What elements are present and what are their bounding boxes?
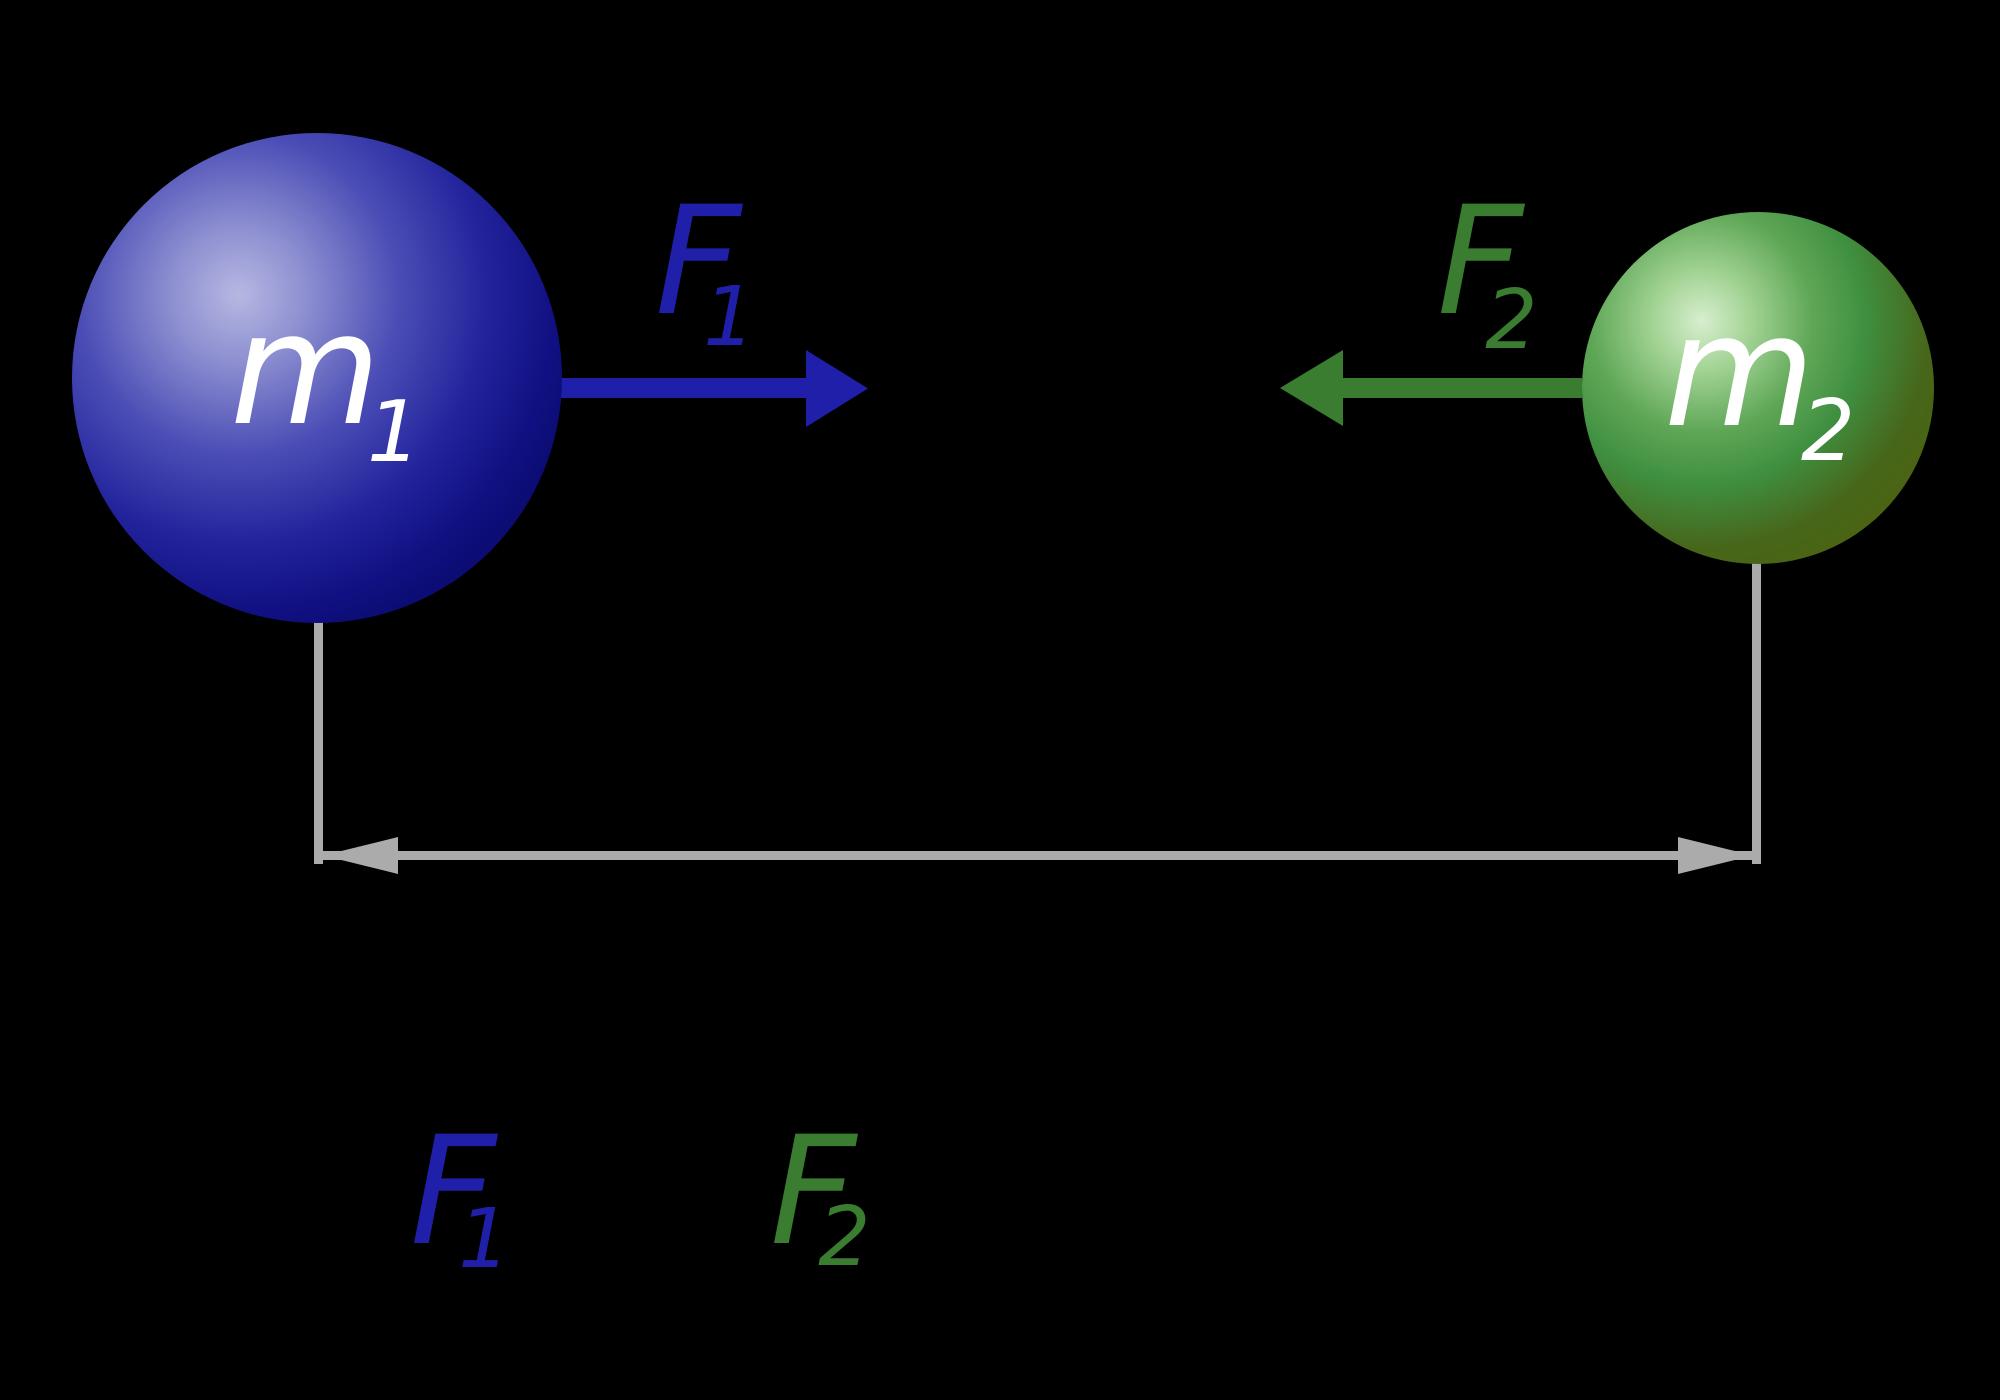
equation-row: F1 F2: [410, 1105, 870, 1287]
equation-f1-subscript: 1: [458, 1192, 510, 1287]
equation-f2-label: F2: [770, 1105, 870, 1285]
f2-arrow-head: [1280, 350, 1343, 426]
equation-f1-label: F1: [410, 1105, 510, 1287]
f1-arrow: [556, 350, 868, 427]
m1-label: m1: [230, 279, 421, 482]
distance-indicator: [314, 556, 1761, 874]
m2-label-subscript: 2: [1801, 382, 1855, 481]
m1-sphere: [72, 133, 562, 623]
equation-f1-base: F: [410, 1105, 499, 1279]
m1-label-subscript: 1: [367, 383, 421, 482]
f2-arrow-shaft: [1342, 378, 1582, 398]
distance-arrow-head-left: [323, 837, 398, 874]
f2-label-subscript: 2: [1485, 273, 1537, 368]
distance-dropline-right: [1752, 556, 1761, 864]
m2-label: m2: [1664, 281, 1855, 481]
f2-arrow: [1280, 350, 1582, 426]
distance-dropline-left: [314, 620, 323, 864]
f1-arrow-head: [806, 350, 868, 427]
f2-label-base: F: [1437, 175, 1526, 349]
f1-label-subscript: 1: [703, 270, 755, 365]
f1-label: F1: [655, 175, 755, 365]
f2-label: F2: [1437, 175, 1537, 368]
m2-label-base: m: [1664, 281, 1815, 462]
f1-arrow-shaft: [556, 378, 806, 398]
f1-label-base: F: [655, 175, 744, 349]
distance-arrow-head-right: [1678, 837, 1753, 874]
m1-label-base: m: [230, 279, 381, 460]
m2-sphere: [1582, 212, 1934, 564]
distance-arrow-shaft: [323, 851, 1753, 860]
equation-f2-base: F: [770, 1105, 859, 1279]
equation-f2-subscript: 2: [818, 1190, 870, 1285]
